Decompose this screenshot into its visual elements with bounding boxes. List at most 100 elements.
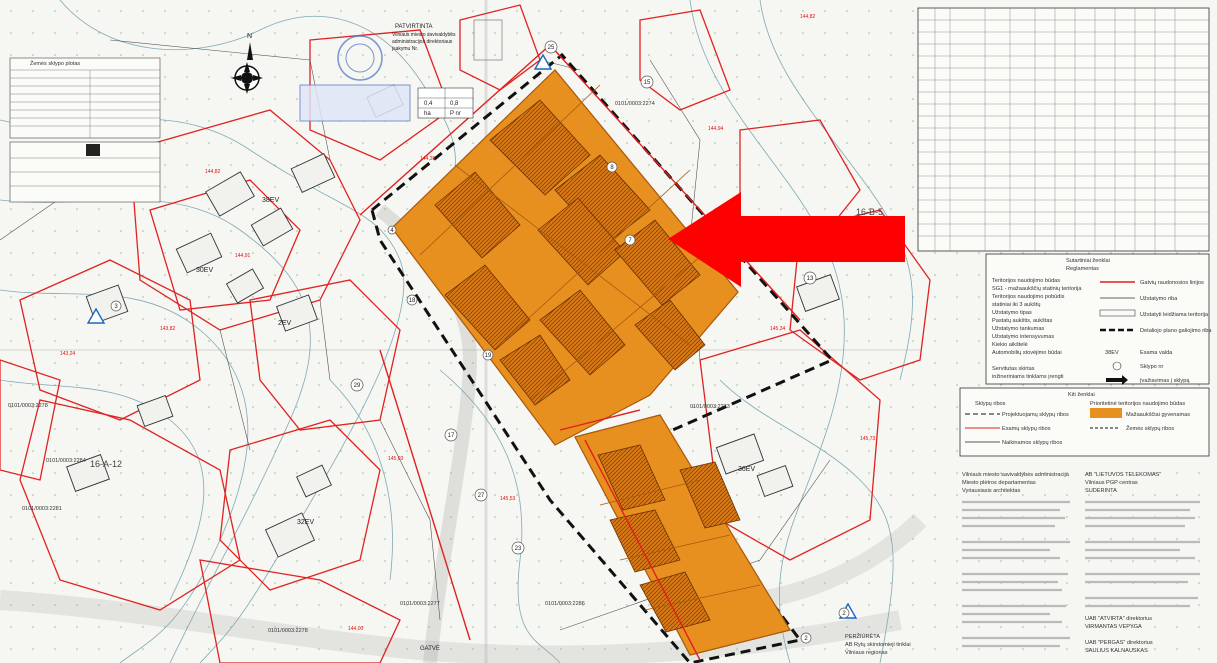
house-label: 2EV bbox=[278, 320, 292, 327]
svg-text:144,82: 144,82 bbox=[205, 169, 221, 175]
plot-number: 23 bbox=[515, 546, 522, 552]
cadastral-label: 0101/0003:2273 bbox=[690, 404, 730, 410]
approval-stamp-title: PATVIRTINTA bbox=[395, 24, 433, 30]
signoff-line: Vyriausiasis architektas bbox=[962, 488, 1020, 494]
legend-left-item: Užstatymo tankumas bbox=[992, 326, 1044, 332]
other-legend-col1: Sklypų ribos bbox=[975, 401, 1006, 407]
signoff-line: UAB "PERGAS" direktorius bbox=[1085, 640, 1153, 646]
other-legend-item: Esamų sklypų ribos bbox=[1002, 426, 1051, 432]
other-legend-item: Projektuojamų sklypų ribos bbox=[1002, 412, 1069, 418]
entrance-arrow-icon bbox=[1106, 375, 1128, 385]
cadastral-label: 0101/0003:2278 bbox=[268, 628, 308, 634]
signoff-scan-lines bbox=[962, 500, 1200, 648]
legend-left-item: Automobilių stovėjimo būdai bbox=[992, 350, 1062, 356]
approval-stamp-line: įsakymu Nr. bbox=[392, 46, 418, 52]
legend-right-item: Detaliojo plano galiojimo riba bbox=[1140, 328, 1212, 334]
plan-table-value: P nr bbox=[450, 111, 461, 117]
plot-number: 13 bbox=[807, 276, 814, 282]
other-legend-item: Mažaaukščiai gyvenamas bbox=[1126, 412, 1190, 418]
cadastral-label: 0101/0003:2278 bbox=[8, 403, 48, 409]
existing-buildings bbox=[66, 84, 840, 558]
other-legend-item: Naikinamos sklypų ribos bbox=[1002, 440, 1063, 446]
legend-title: Sutartiniai ženklai bbox=[1066, 258, 1110, 264]
signoff-line: Vilniaus PGP centras bbox=[1085, 480, 1138, 486]
plot-number: 17 bbox=[448, 433, 455, 439]
plan-table-value: ha bbox=[424, 111, 431, 117]
legend-right-item: Sklypo nr bbox=[1140, 364, 1163, 370]
approval-stamp: PATVIRTINTA Vilniaus miesto savivaldybės… bbox=[299, 19, 503, 122]
cadastral-label: 0101/0003:2274 bbox=[615, 101, 655, 107]
approval-stamp-line: Vilniaus miesto savivaldybės bbox=[392, 32, 456, 38]
plan-table-value: 0,4 bbox=[424, 101, 433, 107]
plot-number: 2 bbox=[804, 636, 808, 642]
legend-right-item: Įvažiavimas į sklypą bbox=[1140, 378, 1190, 384]
legend-symbol: 38EV bbox=[1105, 350, 1119, 356]
red-arrow-icon bbox=[668, 192, 905, 287]
plot-number: 3 bbox=[114, 304, 118, 310]
legend-right-item: Užstatymo riba bbox=[1140, 296, 1178, 302]
cadastral-label: 0101/0003:2286 bbox=[545, 601, 585, 607]
plan-table-value: 0,8 bbox=[450, 101, 459, 107]
plan-boundary bbox=[370, 52, 835, 663]
signoff-line: Miesto plėtros departamentas bbox=[962, 480, 1036, 486]
logo-icon bbox=[86, 144, 100, 156]
legend-box bbox=[985, 253, 1210, 385]
legend-subtitle: Reglamentas bbox=[1066, 266, 1099, 272]
signoff-line: SAULIUS KALNAUSKAS bbox=[1085, 648, 1148, 654]
compass-icon bbox=[231, 62, 263, 94]
grid-label-a12: 16-A-12 bbox=[90, 459, 122, 469]
plot-number: 2 bbox=[842, 611, 846, 617]
svg-text:144,82: 144,82 bbox=[800, 14, 816, 20]
svg-text:143,82: 143,82 bbox=[160, 326, 176, 332]
house-labels: 38EV 30EV 32EV 36EV 2EV bbox=[196, 197, 755, 526]
signoff-line: VIRMANTAS VEPYGA bbox=[1085, 624, 1142, 630]
other-legend-box bbox=[959, 387, 1210, 457]
svg-text:145,73: 145,73 bbox=[860, 436, 876, 442]
grid-label-b5: 16-B-5 bbox=[856, 207, 883, 217]
legend-left-item: SG1 - mažaaukščių statinių teritorija bbox=[992, 286, 1082, 292]
plot-number: 7 bbox=[628, 238, 632, 244]
svg-text:143,24: 143,24 bbox=[60, 351, 76, 357]
house-label: 32EV bbox=[297, 519, 314, 526]
svg-text:N: N bbox=[247, 33, 252, 40]
svg-text:144,00: 144,00 bbox=[348, 626, 364, 632]
legend-left-item: Teritorijos naudojimo būdas bbox=[992, 278, 1060, 284]
svg-text:145,53: 145,53 bbox=[500, 496, 516, 502]
legend-left-item: Užstatymo intensyvumas bbox=[992, 334, 1054, 340]
cadastral-label: 0101/0003:2281 bbox=[22, 506, 62, 512]
signoff-line: UAB "ATVIRTA" direktorius bbox=[1085, 616, 1152, 622]
legend-right-item: Užstatyti leidžiama teritorija bbox=[1140, 312, 1209, 318]
legend-right-item: Esama valda bbox=[1140, 350, 1173, 356]
plot-number: 8 bbox=[610, 165, 614, 171]
svg-text:145,34: 145,34 bbox=[770, 326, 786, 332]
plot-number: 29 bbox=[354, 383, 361, 389]
approval-table: Žemės sklypo plotas bbox=[9, 57, 161, 203]
plot-number: 18 bbox=[409, 298, 416, 304]
approval-table-title: Žemės sklypo plotas bbox=[30, 59, 80, 67]
legend-right-item: Gatvių raudonosios linijos bbox=[1140, 280, 1204, 286]
signoff-line: AB Rytų skirstomieji tinklai bbox=[845, 642, 911, 648]
signoff-line: AB "LIETUVOS TELEKOMAS" bbox=[1085, 472, 1161, 478]
cadastral-label: 0101/0003:2284 bbox=[46, 458, 86, 464]
legend-left-item: Pastatų aukštis, aukštas bbox=[992, 318, 1053, 324]
legend-left-item: Kiekio aikštelė bbox=[992, 342, 1028, 348]
house-label: 38EV bbox=[262, 197, 279, 204]
plot-number: 15 bbox=[644, 80, 651, 86]
other-legend-item: Žemės sklypų ribos bbox=[1126, 424, 1174, 432]
plot-number: 27 bbox=[478, 493, 485, 499]
other-legend-title: Kiti ženklai bbox=[1068, 392, 1095, 398]
legend-left-item: inžineriniams tinklams įrengti bbox=[992, 374, 1064, 380]
signoff-line: SUDERINTA bbox=[1085, 488, 1117, 494]
data-table-panel: Sutartiniai ženklai Reglamentas Teritori… bbox=[917, 7, 1212, 457]
buildable-zones-lower bbox=[597, 444, 741, 633]
north-arrow-icon: N bbox=[247, 33, 253, 60]
signoff-blocks: Vilniaus miesto savivaldybės administrac… bbox=[845, 472, 1161, 656]
signoff-line: Vilniaus miesto savivaldybės administrac… bbox=[962, 472, 1070, 478]
approval-stamp-line: administracijos direktoriaus bbox=[392, 39, 453, 45]
other-legend-col2: Prioritetinė teritorijos naudojimo būdas bbox=[1090, 401, 1185, 407]
legend-left-item: Teritorijos naudojimo pobūdis bbox=[992, 294, 1065, 300]
house-label: 36EV bbox=[738, 466, 755, 473]
legend-left-item: statiniai iki 3 aukštų bbox=[992, 302, 1041, 308]
